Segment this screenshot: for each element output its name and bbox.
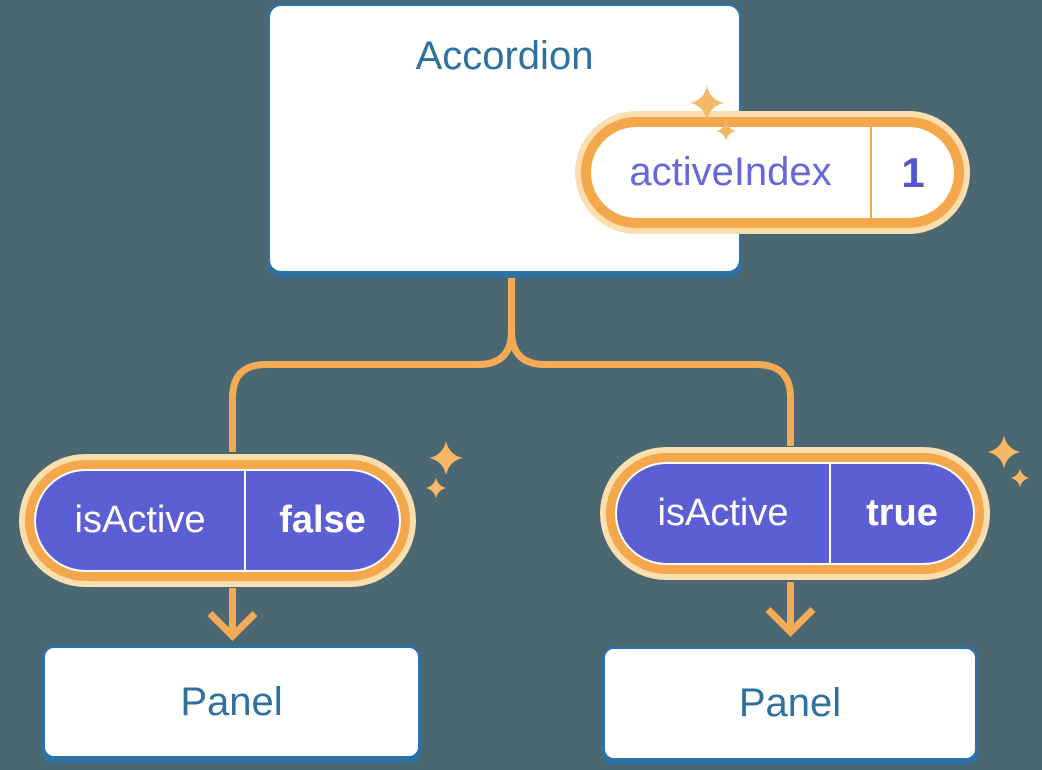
- state-pill-value: 1: [901, 148, 925, 196]
- prop-pill-false: isActive false: [34, 469, 401, 572]
- accordion-card: Accordion activeIndex 1: [267, 3, 964, 274]
- sparkle-large-icon: [429, 441, 463, 475]
- prop-pill-value: true: [866, 492, 938, 534]
- state-pill: activeIndex 1: [581, 117, 964, 228]
- sparkle-large-icon: [987, 435, 1021, 469]
- sparkle-small-icon: [425, 477, 447, 499]
- state-pill-label: activeIndex: [629, 150, 832, 194]
- panel-card-title: Panel: [738, 681, 842, 725]
- state-pill-divider: [870, 127, 872, 218]
- prop-pill-label: isActive: [657, 492, 789, 534]
- panel-card-right: Panel: [602, 646, 978, 761]
- sparkle-cluster-true-pill: [987, 435, 1030, 488]
- branch-line-left: [229, 274, 515, 452]
- down-arrow-right-icon: [765, 582, 816, 637]
- prop-pill-divider: [244, 471, 246, 570]
- accordion-card-title: Accordion: [415, 34, 594, 78]
- sparkle-small-icon: [1010, 468, 1030, 488]
- prop-pill-divider: [829, 464, 831, 563]
- branch-line-right: [508, 274, 794, 446]
- sparkle-cluster-false-pill: [425, 441, 463, 499]
- panel-card-left: Panel: [42, 645, 421, 759]
- prop-pill-true: isActive true: [615, 462, 975, 565]
- panel-card-title: Panel: [180, 679, 283, 724]
- down-arrow-left-icon: [207, 588, 258, 641]
- prop-pill-value: false: [279, 499, 366, 541]
- prop-pill-label: isActive: [74, 499, 206, 541]
